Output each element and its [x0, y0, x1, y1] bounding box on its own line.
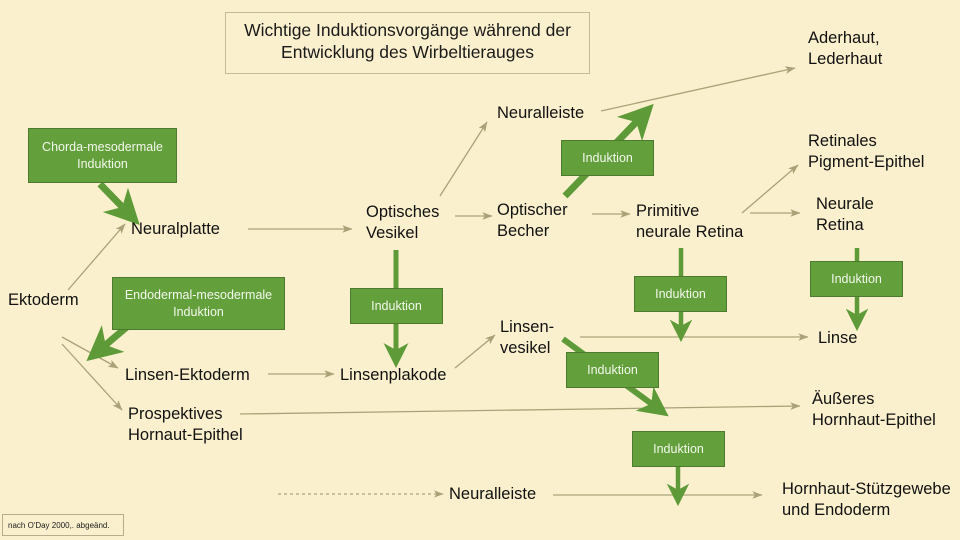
green-box-induktion-neuralleiste[interactable]: Induktion: [561, 140, 654, 176]
node-linse[interactable]: Linse: [818, 329, 858, 347]
node-linsenplakode[interactable]: Linsenplakode: [340, 366, 447, 384]
node-prospektives-hornhaut-epithel[interactable]: Prospektives Hornaut-Epithel: [128, 405, 243, 445]
green-box-induktion-linsenvesikel[interactable]: Induktion: [566, 352, 659, 388]
citation-box: nach O'Day 2000,. abgeänd.: [2, 514, 124, 536]
green-box-chorda-mesodermale-induktion[interactable]: Chorda-mesodermale Induktion: [28, 128, 177, 183]
arrow-linsenplakode-to-linsenvesikel: [454, 334, 496, 369]
node-neuralleiste-unten[interactable]: Neuralleiste: [449, 485, 537, 503]
node-retinales-pigment-epithel[interactable]: Retinales Pigment-Epithel: [808, 132, 925, 172]
node-linsenvesikel[interactable]: Linsen- vesikel: [500, 318, 555, 358]
arrow-neuralleiste-to-aderhaut: [600, 66, 796, 112]
node-linsen-ektoderm[interactable]: Linsen-Ektoderm: [125, 366, 250, 384]
node-aeusseres-hornhaut-epithel[interactable]: Äußeres Hornhaut-Epithel: [812, 390, 936, 430]
node-hornhaut-stuetzgewebe[interactable]: Hornhaut-Stützgewebe und Endoderm: [782, 480, 951, 520]
title-line-1: Wichtige Induktionsvorgänge während der: [244, 20, 571, 40]
arrow-optisches-vesikel-to-neuralleiste: [439, 121, 488, 197]
node-neuralplatte[interactable]: Neuralplatte: [131, 220, 220, 238]
green-box-induktion-primitive-retina[interactable]: Induktion: [634, 276, 727, 312]
node-primitive-neurale-retina[interactable]: Primitive neurale Retina: [636, 202, 744, 242]
node-optisches-vesikel[interactable]: Optisches Vesikel: [366, 203, 440, 243]
green-box-induktion-neuralleiste-unten[interactable]: Induktion: [632, 431, 725, 467]
arrow-prospektives-to-aeusseres-hornhaut: [239, 402, 801, 415]
arrow-ektoderm-to-neuralplatte: [67, 223, 126, 291]
node-aderhaut-lederhaut[interactable]: Aderhaut, Lederhaut: [808, 29, 883, 69]
green-box-induktion-optisches-vesikel[interactable]: Induktion: [350, 288, 443, 324]
node-neurale-retina[interactable]: Neurale Retina: [816, 195, 874, 235]
arrow-ektoderm-to-prospektives: [61, 343, 123, 411]
diagram-title: Wichtige Induktionsvorgänge während der …: [225, 12, 590, 74]
node-optischer-becher[interactable]: Optischer Becher: [497, 201, 568, 241]
green-arrow-chorda-to-neuralplatte: [97, 181, 140, 226]
green-box-endodermal-mesodermale-induktion[interactable]: Endodermal-mesodermale Induktion: [112, 277, 285, 330]
node-ektoderm[interactable]: Ektoderm: [8, 291, 79, 309]
arrow-primitive-retina-to-pigment-epithel: [741, 164, 799, 214]
title-line-2: Entwicklung des Wirbeltierauges: [281, 41, 534, 62]
node-neuralleiste-oben[interactable]: Neuralleiste: [497, 104, 585, 122]
citation-text: nach O'Day 2000,. abgeänd.: [8, 520, 110, 530]
green-box-induktion-neurale-retina[interactable]: Induktion: [810, 261, 903, 297]
